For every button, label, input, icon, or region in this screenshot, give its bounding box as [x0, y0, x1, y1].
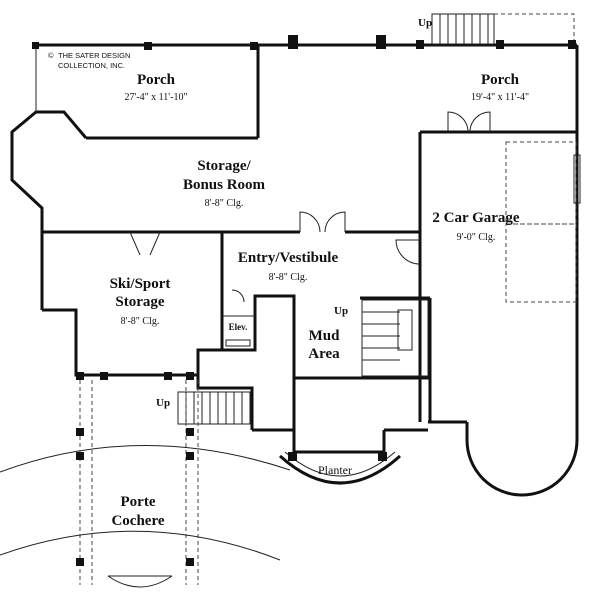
- stairs-up-top: Up: [418, 17, 432, 29]
- exterior-walls: [10, 43, 579, 497]
- porch-left-name: Porch: [137, 72, 176, 88]
- mud-stairs: [361, 299, 429, 377]
- garage-ceiling: 9'-0" Clg.: [457, 232, 496, 243]
- planter-label: Planter: [318, 463, 352, 477]
- entry-name: Entry/Vestibule: [238, 250, 339, 266]
- elevator-label: Elev.: [229, 322, 248, 332]
- ski-name-1: Ski/Sport: [110, 276, 171, 292]
- storage-ceiling: 8'-8" Clg.: [205, 198, 244, 209]
- porch-left-dims: 27'-4" x 11'-10": [124, 92, 187, 103]
- porte-name-2: Cochere: [111, 513, 164, 529]
- mud-name-1: Mud: [309, 328, 341, 344]
- porch-right-dims: 19'-4" x 11'-4": [471, 92, 529, 103]
- ski-name-2: Storage: [115, 294, 164, 310]
- ski-ceiling: 8'-8" Clg.: [121, 316, 160, 327]
- porte-name-1: Porte: [121, 494, 156, 510]
- garage-doors: [505, 141, 581, 303]
- top-stairs: [431, 13, 575, 45]
- entry-ceiling: 8'-8" Clg.: [269, 272, 308, 283]
- lower-stairs: [177, 391, 251, 425]
- mud-name-2: Area: [308, 346, 340, 362]
- storage-name-1: Storage/: [197, 158, 251, 174]
- porte-cochere: [0, 380, 291, 588]
- copyright-line-1: THE SATER DESIGN: [58, 51, 130, 60]
- stairs-up-lower: Up: [156, 397, 170, 409]
- copyright-line-2: COLLECTION, INC.: [58, 61, 125, 70]
- copyright-note: © THE SATER DESIGN COLLECTION, INC.: [48, 51, 130, 70]
- copyright-symbol: ©: [48, 51, 54, 60]
- garage-name: 2 Car Garage: [432, 210, 520, 226]
- doors: [129, 111, 491, 347]
- porch-right-name: Porch: [481, 72, 520, 88]
- stairs-up-mud: Up: [334, 305, 348, 317]
- columns: [32, 35, 576, 566]
- storage-name-2: Bonus Room: [183, 177, 266, 193]
